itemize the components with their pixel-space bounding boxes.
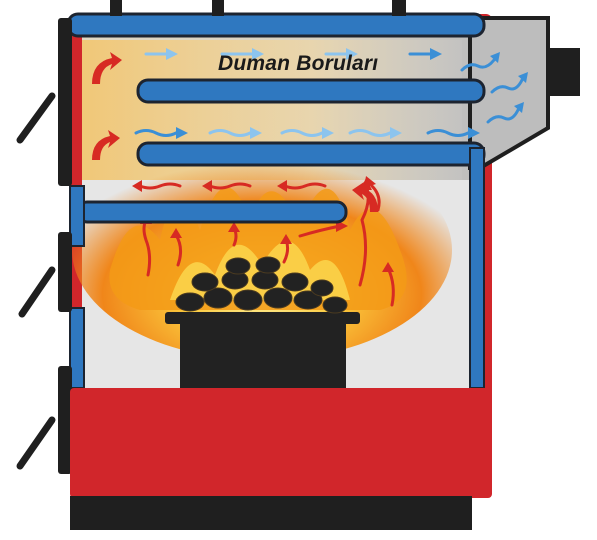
water-jacket-left-lower [70,308,84,388]
ash-pan [180,322,346,388]
smoke-tube-2 [138,80,484,102]
baffle-tube [78,202,346,222]
door-lower [58,366,72,474]
coal-icon [256,257,280,273]
coal-icon [264,288,292,308]
coal-icon [311,280,333,296]
coal-icon [252,271,278,289]
coal-icon [176,293,204,311]
smoke-tubes-label: Duman Boruları [218,52,378,76]
door-upper [58,18,72,186]
front-doors [58,18,72,474]
door-handle-icon [20,420,52,466]
door-middle [58,232,72,312]
door-handle-icon [22,270,52,314]
smoke-tube-1 [68,14,484,36]
base-plinth [70,496,472,530]
coal-icon [323,297,347,313]
coal-icon [234,290,262,310]
coal-icon [282,273,308,291]
water-jacket-right [470,148,484,388]
door-handles [20,96,52,466]
coal-icon [226,258,250,274]
chimney-stub [550,48,580,96]
base-casing [70,388,492,498]
coal-icon [192,273,218,291]
water-jacket-left [70,186,84,246]
door-handle-icon [20,96,52,140]
smoke-tube-3 [138,143,484,165]
